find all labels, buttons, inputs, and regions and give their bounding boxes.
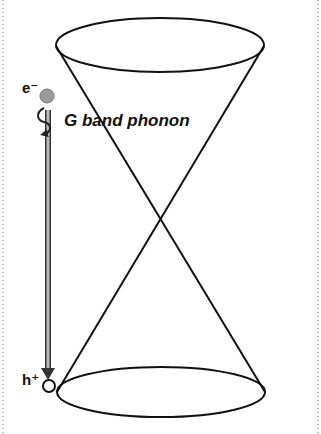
cone-rim bbox=[56, 18, 264, 72]
cone-rim bbox=[57, 367, 265, 417]
hole-circle bbox=[43, 380, 55, 392]
electron-label: e⁻ bbox=[22, 80, 38, 97]
phonon-arrow bbox=[38, 108, 50, 134]
cone-line bbox=[57, 46, 264, 392]
phonon-label: G band phonon bbox=[64, 112, 190, 131]
transition-arrow bbox=[47, 110, 50, 368]
hole-label: h⁺ bbox=[22, 372, 39, 389]
cone-line bbox=[56, 46, 265, 392]
electron-dot bbox=[40, 89, 54, 103]
arrow-head bbox=[41, 368, 55, 380]
transition-arrow bbox=[45, 110, 51, 368]
frame-side bbox=[318, 0, 319, 434]
frame-side bbox=[3, 0, 4, 434]
